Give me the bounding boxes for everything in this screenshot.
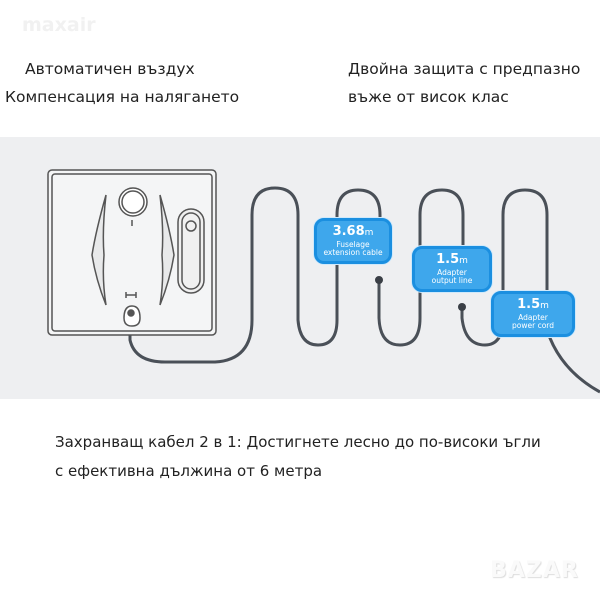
device-icon <box>47 169 217 336</box>
cable-end-dot <box>458 303 466 311</box>
cable-desc: Adapter <box>518 313 548 322</box>
cable-length: 1.5 <box>436 252 460 267</box>
cable-label-adapter-power: 1.5m Adapter power cord <box>491 291 575 337</box>
caption-line1: Захранващ кабел 2 в 1: Достигнете лесно … <box>55 433 541 451</box>
cable-length: 1.5 <box>517 297 541 312</box>
feature-left-line2: Компенсация на налягането <box>5 88 240 106</box>
feature-left-line1: Автоматичен въздух <box>25 60 195 78</box>
cable-desc: power cord <box>512 321 554 330</box>
watermark: maxair <box>22 14 96 36</box>
cable-desc: Adapter <box>437 268 467 277</box>
cable-label-adapter-output: 1.5m Adapter output line <box>412 246 492 292</box>
feature-right-line2: въже от висок клас <box>348 88 509 106</box>
caption-line2: с ефективна дължина от 6 метра <box>55 462 323 480</box>
cable-unit: m <box>364 228 374 238</box>
cable-label-fuselage: 3.68m Fuselage extension cable <box>314 218 392 264</box>
corner-logo: BAZAR <box>490 558 579 583</box>
feature-right-line1: Двойна защита с предпазно <box>348 60 581 78</box>
cable-unit: m <box>459 256 468 266</box>
cable-length: 3.68 <box>332 224 365 239</box>
cable-end-dot <box>375 276 383 284</box>
cable-desc: Fuselage <box>336 240 370 249</box>
cable-desc: output line <box>431 276 473 285</box>
cable-unit: m <box>540 301 549 311</box>
cable-desc: extension cable <box>323 248 383 257</box>
